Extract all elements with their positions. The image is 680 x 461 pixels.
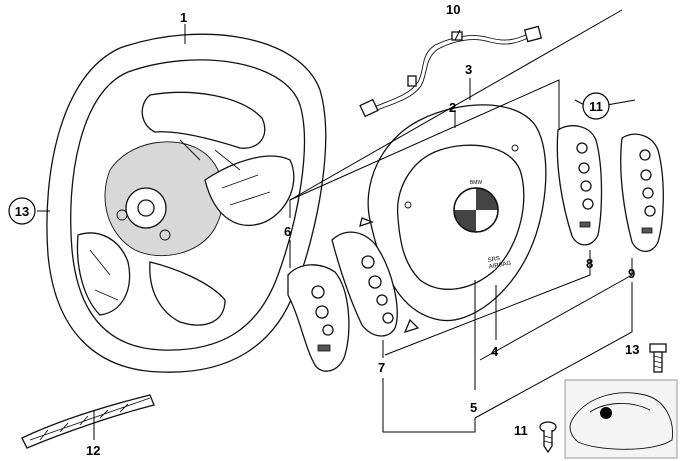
callout-2: 2 <box>449 100 456 115</box>
callout-8: 8 <box>586 256 593 271</box>
callout-13-bolt: 13 <box>625 342 639 357</box>
callout-circle-11 <box>582 92 610 120</box>
button-panel-right-b <box>620 133 664 253</box>
callout-6: 6 <box>284 224 291 239</box>
callout-labels: 1 10 3 2 6 8 9 4 7 5 12 13 11 11 13 <box>8 2 639 458</box>
callout-11-circled: 11 <box>589 99 603 114</box>
button-panel-mid <box>331 231 398 337</box>
leader-lines <box>37 9 636 440</box>
callout-circle-13 <box>8 197 36 225</box>
screw <box>539 421 557 454</box>
airbag-label: SRSAIRBAG <box>487 254 512 270</box>
callout-9: 9 <box>628 266 635 281</box>
callout-12: 12 <box>86 443 100 458</box>
callout-7: 7 <box>378 360 385 375</box>
button-panel-left-lower <box>287 264 350 372</box>
vehicle-location-inset <box>564 379 678 459</box>
bolt <box>649 343 667 373</box>
callout-13-circled: 13 <box>15 204 29 219</box>
callout-11-screw: 11 <box>514 423 528 438</box>
cover-strip <box>21 394 155 449</box>
callout-3: 3 <box>465 62 472 77</box>
callout-10: 10 <box>446 2 460 17</box>
button-panel-right-a <box>556 125 603 246</box>
airbag-badge: BMW <box>470 180 483 186</box>
callout-4: 4 <box>491 344 499 359</box>
steering-wheel <box>46 33 327 373</box>
airbag-module: BMW SRSAIRBAG <box>359 104 547 334</box>
callout-5: 5 <box>470 400 477 415</box>
callout-1: 1 <box>180 10 187 25</box>
